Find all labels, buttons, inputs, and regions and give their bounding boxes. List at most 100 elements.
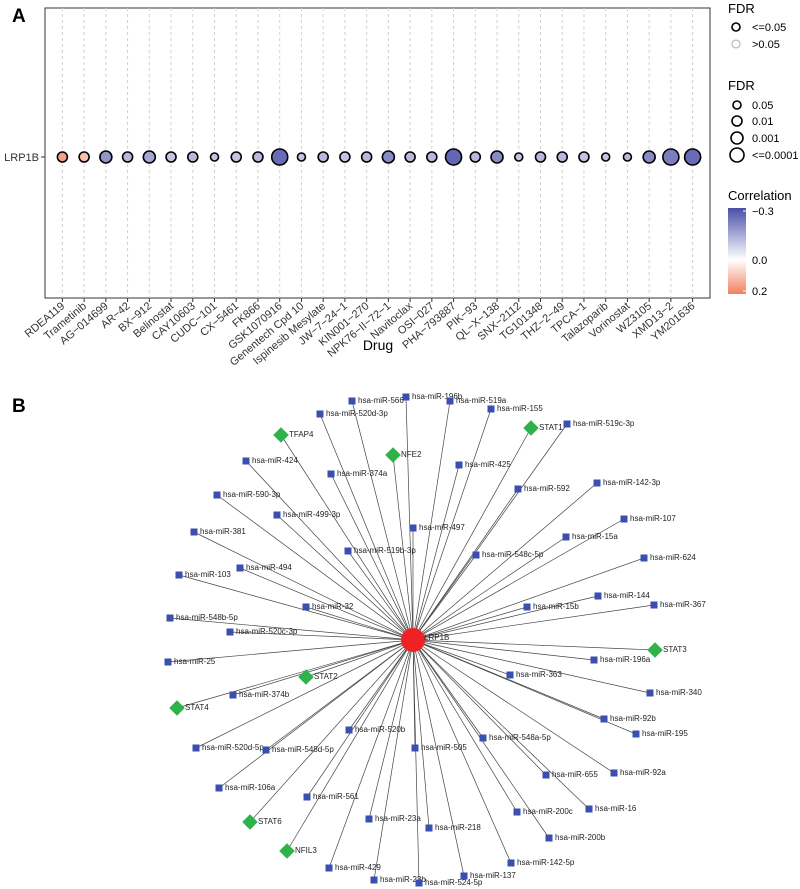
- network-edge: [276, 514, 414, 641]
- point-21: [513, 152, 524, 162]
- center-node-label: LRP1B: [424, 633, 449, 642]
- mirna-node-hsa-mir-592: [514, 485, 522, 493]
- mirna-node-hsa-mir-519c-3p: [563, 420, 571, 428]
- panel-a-label: A: [12, 6, 26, 27]
- point-4: [142, 150, 157, 164]
- node-label: hsa-miR-340: [656, 688, 702, 697]
- mirna-node-hsa-mir-520c-3p: [226, 628, 234, 636]
- legend-size-label-1: 0.05: [752, 100, 773, 112]
- mirna-node-hsa-mir-142-5p: [507, 859, 515, 867]
- center-node: [401, 628, 425, 652]
- network-edge: [195, 639, 414, 749]
- node-label: hsa-miR-23a: [375, 814, 421, 823]
- node-label: hsa-miR-425: [465, 460, 511, 469]
- mirna-node-hsa-mir-106a: [215, 784, 223, 792]
- network-edge: [373, 639, 414, 881]
- plot-area-a: [44, 7, 711, 299]
- network-edge: [232, 639, 414, 696]
- node-label: hsa-miR-590-3p: [223, 490, 281, 499]
- network-edge: [305, 639, 414, 678]
- point-16: [404, 151, 416, 163]
- mirna-node-hsa-mir-367: [650, 601, 658, 609]
- network-edge: [412, 400, 451, 641]
- legend-color-tick-3: 0.2: [752, 286, 767, 298]
- mirna-node-hsa-mir-25: [164, 658, 172, 666]
- network-edge: [176, 639, 414, 709]
- node-label: NFIL3: [295, 846, 317, 855]
- point-27: [642, 150, 656, 164]
- node-label: hsa-miR-16: [595, 804, 637, 813]
- scatter-points: [56, 148, 702, 166]
- tf-node-stat4: [169, 700, 185, 716]
- point-20: [490, 150, 504, 164]
- mirna-node-hsa-mir-548b-5p: [166, 614, 174, 622]
- tf-node-stat2: [298, 669, 314, 685]
- network-edge: [412, 604, 655, 641]
- point-22: [534, 151, 547, 163]
- node-label: hsa-miR-374b: [239, 690, 290, 699]
- mirna-node-hsa-mir-15b: [523, 603, 531, 611]
- mirna-node-hsa-mir-92a: [610, 769, 618, 777]
- mirna-node-hsa-mir-16: [585, 805, 593, 813]
- node-label: hsa-miR-23b: [380, 875, 426, 884]
- mirna-node-hsa-mir-381: [190, 528, 198, 536]
- legend-size-key-1: [732, 100, 742, 110]
- mirna-node-hsa-mir-23b: [370, 876, 378, 884]
- tf-node-nfil3: [279, 843, 295, 859]
- network-edge: [412, 595, 599, 641]
- network-edge: [216, 494, 414, 641]
- network-edge: [193, 531, 414, 641]
- mirna-node-hsa-mir-200b: [545, 834, 553, 842]
- node-label: STAT6: [258, 817, 282, 826]
- mirna-node-hsa-mir-200c: [513, 808, 521, 816]
- node-label: hsa-miR-561: [313, 792, 359, 801]
- point-15: [381, 150, 396, 164]
- point-9: [252, 151, 264, 163]
- point-10: [270, 148, 289, 166]
- mirna-node-hsa-mir-92b: [600, 715, 608, 723]
- mirna-node-hsa-mir-107: [620, 515, 628, 523]
- tf-node-nfe2: [385, 447, 401, 463]
- network-edge: [412, 639, 484, 739]
- node-label: hsa-miR-195: [642, 729, 688, 738]
- node-label: hsa-miR-505: [421, 743, 467, 752]
- node-label: hsa-miR-144: [604, 591, 650, 600]
- mirna-node-hsa-mir-196a: [590, 656, 598, 664]
- network-edge: [412, 408, 492, 641]
- mirna-node-hsa-mir-103: [175, 571, 183, 579]
- mirna-node-hsa-mir-32: [302, 603, 310, 611]
- legend-color-title: Correlation: [728, 188, 792, 203]
- node-label: hsa-miR-200b: [555, 833, 606, 842]
- mirna-node-hsa-mir-218: [425, 824, 433, 832]
- network-edge: [412, 554, 477, 641]
- network-edge: [412, 639, 547, 776]
- tf-node-stat3: [647, 642, 663, 658]
- mirna-node-hsa-mir-424: [242, 457, 250, 465]
- node-label: STAT3: [663, 645, 687, 654]
- legend-significance-title: FDR: [728, 1, 755, 16]
- network-edge: [412, 639, 420, 884]
- node-label: hsa-miR-107: [630, 514, 676, 523]
- node-label: hsa-miR-624: [650, 553, 696, 562]
- node-label: hsa-miR-494: [246, 563, 292, 572]
- point-18: [444, 148, 463, 166]
- y-tick-label: LRP1B: [4, 152, 39, 164]
- point-2: [99, 150, 113, 164]
- legend-size-label-3: 0.001: [752, 133, 780, 145]
- mirna-node-hsa-mir-23a: [365, 815, 373, 823]
- network-edge: [280, 434, 414, 641]
- node-label: hsa-miR-92a: [620, 768, 666, 777]
- legend-size-key-2: [731, 115, 743, 127]
- node-label: hsa-miR-548d-5p: [272, 745, 334, 754]
- mirna-node-hsa-mir-520d-5p: [192, 744, 200, 752]
- network-edge: [330, 473, 414, 641]
- node-label: hsa-miR-592: [524, 484, 570, 493]
- mirna-node-hsa-mir-374a: [327, 470, 335, 478]
- legend-sig-label-2: >0.05: [752, 39, 780, 51]
- node-label: hsa-miR-196b: [412, 392, 463, 401]
- network-edge: [319, 413, 414, 641]
- network-edge: [412, 639, 595, 661]
- node-label: hsa-miR-548c-5p: [482, 550, 544, 559]
- network-edge: [167, 639, 414, 663]
- point-7: [209, 152, 220, 162]
